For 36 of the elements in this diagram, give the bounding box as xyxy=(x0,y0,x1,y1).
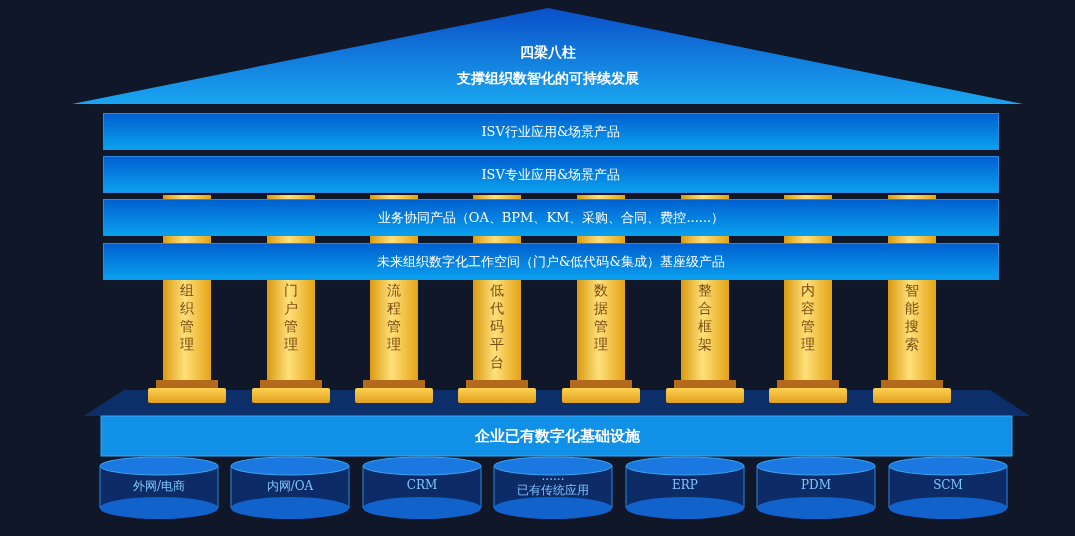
cylinder-label: 内网/OA xyxy=(266,478,314,495)
pillar-label: 低代码平台 xyxy=(489,281,505,371)
cylinder-label: ERP xyxy=(672,478,698,492)
pillar xyxy=(148,195,226,403)
cylinder-label: PDM xyxy=(801,478,831,492)
layer-band: 业务协同产品（OA、BPM、KM、采购、合同、费控......） xyxy=(103,199,999,236)
pillar xyxy=(252,195,330,403)
database-cylinder xyxy=(756,456,876,520)
pillar-label: 门户管理 xyxy=(283,281,299,353)
pillar-label: 数据管理 xyxy=(593,281,609,353)
database-cylinder xyxy=(625,456,745,520)
roof-triangle xyxy=(72,8,1023,104)
cylinder-label: CRM xyxy=(406,478,438,492)
layer-band: 未来组织数字化工作空间（门户&低代码&集成）基座级产品 xyxy=(103,243,999,280)
pillar-label: 内容管理 xyxy=(800,281,816,353)
layer-band: ISV专业应用&场景产品 xyxy=(103,156,999,193)
platform xyxy=(84,390,1030,457)
roof-title: 四梁八柱 xyxy=(519,44,576,62)
database-cylinder xyxy=(888,456,1008,520)
pillar xyxy=(873,195,951,403)
pillar-label: 整合框架 xyxy=(697,281,713,353)
roof-subtitle: 支撑组织数智化的可持续发展 xyxy=(456,70,639,88)
pillar-label: 组织管理 xyxy=(179,281,195,353)
pillar-label: 智能搜索 xyxy=(904,281,920,353)
pillar xyxy=(769,195,847,403)
database-cylinder xyxy=(99,456,219,520)
cylinder-label: ...... xyxy=(541,469,565,483)
database-cylinder xyxy=(362,456,482,520)
database-cylinder xyxy=(230,456,350,520)
cylinder-label: SCM xyxy=(933,478,963,492)
pillar-label: 流程管理 xyxy=(386,281,402,353)
platform-label: 企业已有数字化基础设施 xyxy=(474,427,640,446)
cylinder-label: 外网/电商 xyxy=(133,478,185,495)
database-cylinder xyxy=(493,456,613,520)
cylinder-label: 已有传统应用 xyxy=(517,482,589,499)
layer-band: ISV行业应用&场景产品 xyxy=(103,113,999,150)
